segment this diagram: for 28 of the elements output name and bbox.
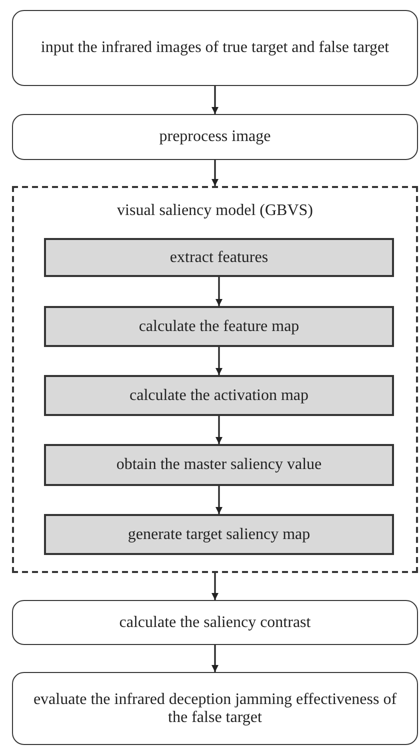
step-label: preprocess image <box>158 128 272 146</box>
process-box <box>44 306 394 347</box>
arrow <box>216 486 222 514</box>
process-box <box>44 375 394 416</box>
process-box <box>12 600 418 645</box>
step-label: calculate the saliency contrast <box>118 614 312 632</box>
process-box <box>12 10 418 86</box>
dashed-group-box <box>12 186 418 573</box>
arrow <box>216 347 222 375</box>
arrow <box>212 645 218 672</box>
arrow <box>216 416 222 444</box>
arrow <box>212 86 218 114</box>
process-box <box>44 238 394 277</box>
step-label: input the infrared images of true target and false target <box>40 39 390 57</box>
process-box <box>44 444 394 486</box>
step-label: calculate the activation map <box>128 386 310 404</box>
arrow <box>216 277 222 306</box>
process-box <box>12 672 418 745</box>
step-label: evaluate the infrared deception jamming effectiveness of the false target <box>32 690 398 726</box>
arrow <box>212 160 218 186</box>
process-box <box>44 514 394 555</box>
step-label: generate target saliency map <box>126 526 312 544</box>
arrow <box>212 573 218 600</box>
group-title: visual saliency model (GBVS) <box>116 202 314 220</box>
process-box <box>12 114 418 160</box>
step-label: obtain the master saliency value <box>115 456 323 474</box>
step-label: calculate the feature map <box>138 318 300 336</box>
step-label: extract features <box>168 248 270 266</box>
